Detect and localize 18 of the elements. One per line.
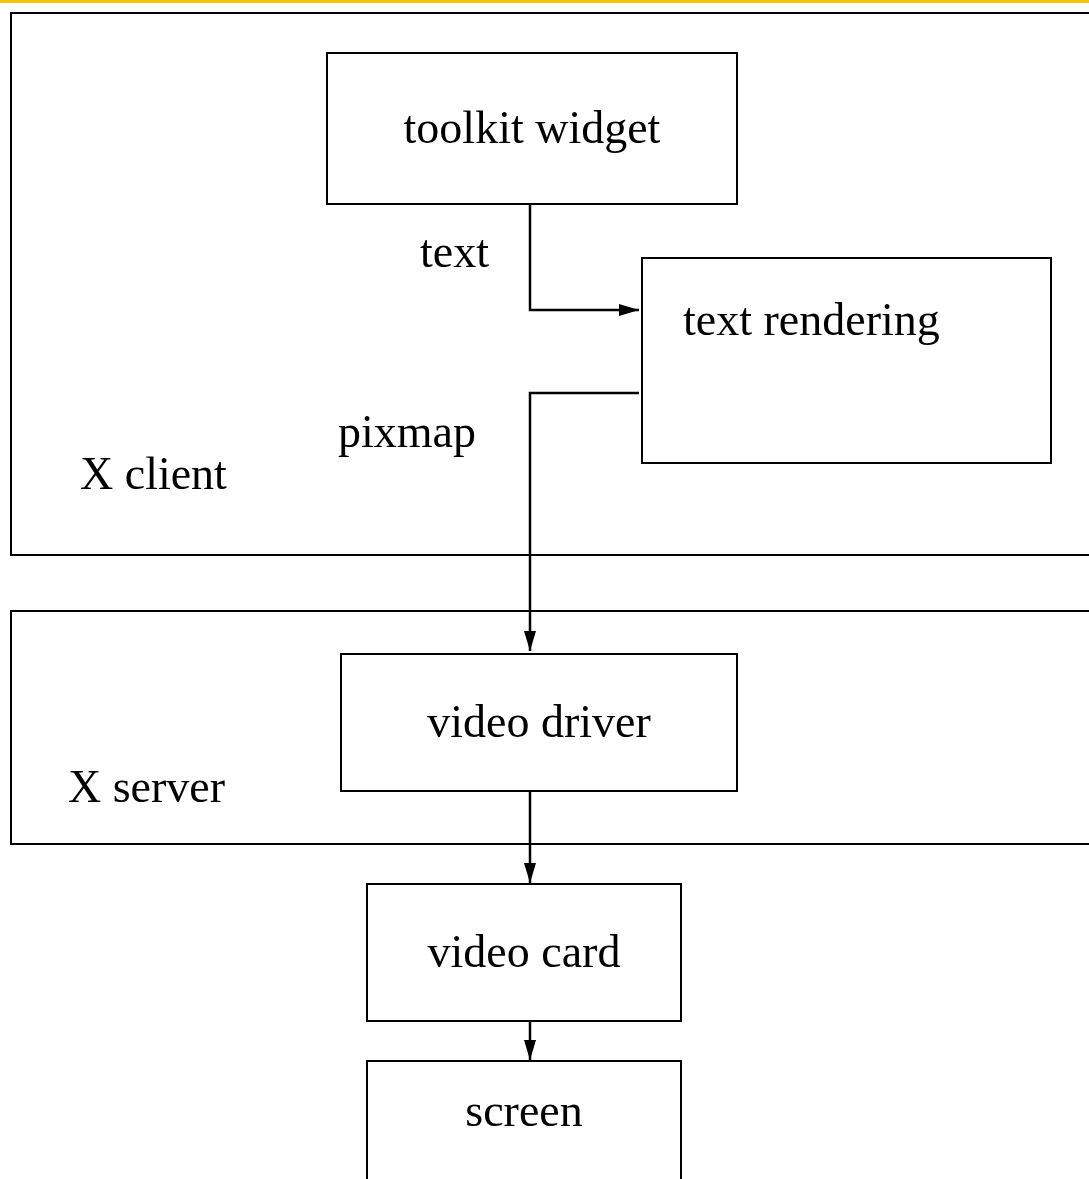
box-label: video card — [427, 927, 621, 978]
arrow — [524, 790, 536, 883]
box-label: text rendering — [683, 295, 940, 346]
group-label: X server — [68, 762, 226, 813]
process-box — [326, 52, 738, 205]
arrow — [524, 391, 639, 651]
arrow — [524, 1022, 536, 1060]
box-label: toolkit widget — [403, 103, 661, 154]
group-box — [10, 12, 1089, 556]
box-label: screen — [465, 1086, 583, 1137]
group-box — [10, 610, 1089, 845]
process-box — [641, 257, 1052, 464]
box-label: video driver — [427, 697, 651, 748]
process-box — [366, 883, 682, 1022]
process-box — [340, 653, 738, 792]
arrow — [528, 203, 639, 316]
process-box — [366, 1060, 682, 1179]
group-label: X client — [80, 449, 227, 500]
